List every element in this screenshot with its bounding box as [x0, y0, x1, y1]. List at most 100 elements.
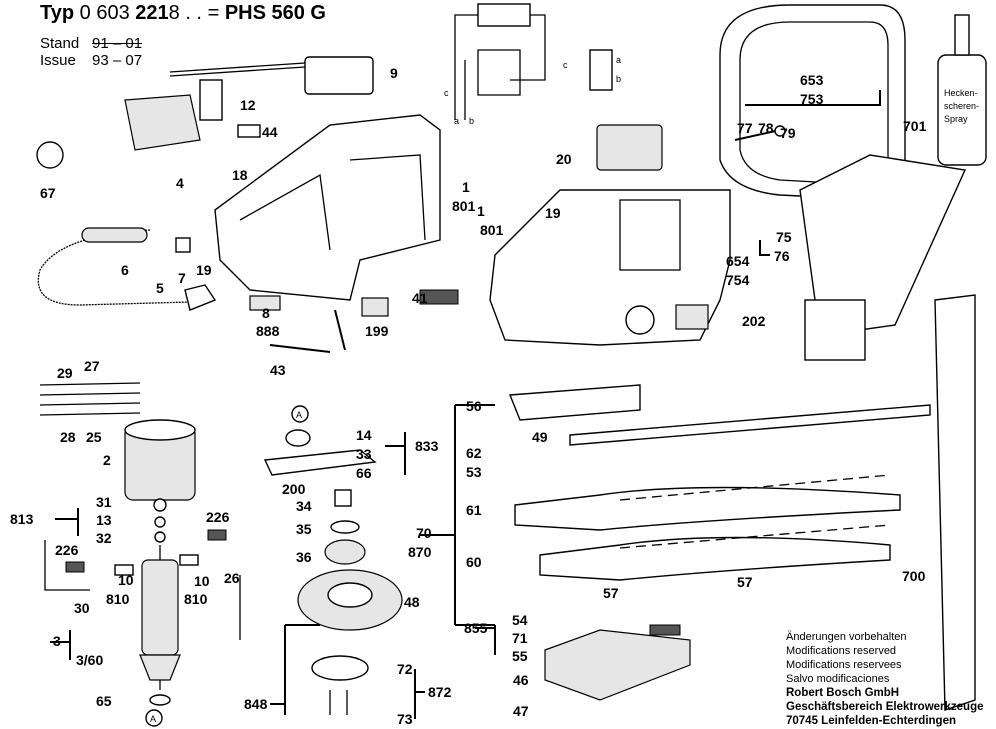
part-number-label: 855 [464, 620, 488, 636]
part-number-label: 34 [296, 498, 312, 514]
part-number-label: 44 [262, 124, 278, 140]
bearing-14 [285, 429, 311, 447]
bracket-653 [745, 90, 881, 256]
notice-es: Salvo modificaciones [786, 673, 890, 685]
plug [184, 284, 217, 311]
bearing-31 [153, 498, 167, 512]
part-number-label: 3/60 [76, 652, 103, 668]
part-number-label: 27 [84, 358, 100, 374]
part-number-label: 1 [462, 179, 470, 195]
part-number-label: 654 [726, 253, 750, 269]
spray-nozzle [954, 14, 970, 56]
bolt-77 [734, 129, 781, 141]
carbon-brush-10a [114, 564, 134, 576]
part-number-label: 41 [412, 290, 428, 306]
plate-202 [675, 304, 709, 330]
division-name: Geschäftsbereich Elektrowerkzeuge [786, 701, 984, 713]
bracket-70-870 [420, 404, 495, 626]
part-number-label: 78 [758, 120, 774, 136]
wiring-terminal-label: a [454, 116, 459, 126]
part-number-label: 49 [532, 429, 548, 445]
housing-panel [619, 199, 681, 271]
part-number-label: 8 [262, 305, 270, 321]
part-number-label: 30 [74, 600, 90, 616]
part-number-label: 60 [466, 554, 482, 570]
part-number-label: 19 [545, 205, 561, 221]
part-number-label: 653 [800, 72, 824, 88]
typ-label: Typ [40, 2, 75, 24]
guard-mount [804, 299, 866, 361]
part-number-label: 753 [800, 91, 824, 107]
bearing-32 [154, 531, 166, 543]
part-number-label: 700 [902, 568, 926, 584]
washer-79 [774, 125, 786, 137]
part-number-label: 25 [86, 429, 102, 445]
typ-number-a: 0 603 [79, 2, 130, 24]
notice-fr: Modifications reservees [786, 659, 902, 671]
part-number-label: 872 [428, 684, 452, 700]
ball-bearing-36 [324, 539, 366, 565]
washer-65 [149, 694, 171, 706]
spray-bottle-text: Hecken-scheren-Spray [944, 88, 979, 124]
part-number-label: 32 [96, 530, 112, 546]
part-number-label: 71 [512, 630, 528, 646]
part-number-label: 18 [232, 167, 248, 183]
blade-holder-56 [508, 384, 641, 421]
switch-4 [124, 94, 201, 151]
model-name: PHS 560 G [224, 2, 326, 24]
handle-653 [719, 4, 906, 201]
cable-leads [169, 61, 321, 77]
lever-33 [263, 449, 377, 476]
brush-holder-226b [207, 529, 227, 541]
part-number-label: 46 [513, 672, 529, 688]
housing-half-left [214, 114, 441, 301]
part-number-label: 7 [178, 270, 186, 286]
callout-a-label: A [296, 410, 302, 420]
issue-label: Issue [40, 52, 76, 69]
part-number-label: 6 [121, 262, 129, 278]
bracket-855 [475, 625, 496, 655]
callout-a-circle [291, 405, 309, 423]
stand-label: Stand [40, 35, 80, 52]
part-number-label: 226 [55, 542, 79, 558]
part-number-label: 31 [96, 494, 112, 510]
notice-de: Änderungen vorbehalten [786, 631, 907, 643]
part-number-label: 754 [726, 272, 750, 288]
part-number-label: 54 [512, 612, 528, 628]
part-number-label: 35 [296, 521, 312, 537]
bracket-872 [414, 669, 425, 719]
part-number-label: 43 [270, 362, 286, 378]
model-title: Typ 0 603 2218 . . = PHS 560 G [40, 2, 326, 25]
company-address: 70745 Leinfelden-Echterdingen [786, 715, 956, 727]
part-number-label: 28 [60, 429, 76, 445]
typ-number-c: 8 . . [168, 2, 202, 24]
part-number-label: 66 [356, 465, 372, 481]
part-number-label: 26 [224, 570, 240, 586]
part-number-label: 57 [603, 585, 619, 601]
housing-ribs [239, 154, 426, 251]
part-number-label: 70 [416, 525, 432, 541]
part-number-label: 1 [477, 203, 485, 219]
part-number-label: 10 [118, 572, 134, 588]
brush-holder-226a [65, 561, 85, 573]
part-number-label: 199 [365, 323, 389, 339]
part-number-label: 833 [415, 438, 439, 454]
handle-inner [739, 21, 889, 186]
part-number-label: 888 [256, 323, 280, 339]
callout-a-circle [145, 709, 163, 727]
part-number-label: 61 [466, 502, 482, 518]
part-number-label: 36 [296, 549, 312, 565]
part-number-label: 33 [356, 446, 372, 462]
part-number-label: 13 [96, 512, 112, 528]
clip-44 [237, 124, 261, 138]
part-number-label: 48 [404, 594, 420, 610]
part-number-label: 5 [156, 280, 164, 296]
bracket-833 [385, 432, 406, 475]
part-number-label: 57 [737, 574, 753, 590]
motor-symbol [477, 3, 531, 27]
spray-text-line: scheren- [944, 101, 979, 111]
part-number-label: 56 [466, 398, 482, 414]
sleeve-34 [334, 489, 352, 507]
